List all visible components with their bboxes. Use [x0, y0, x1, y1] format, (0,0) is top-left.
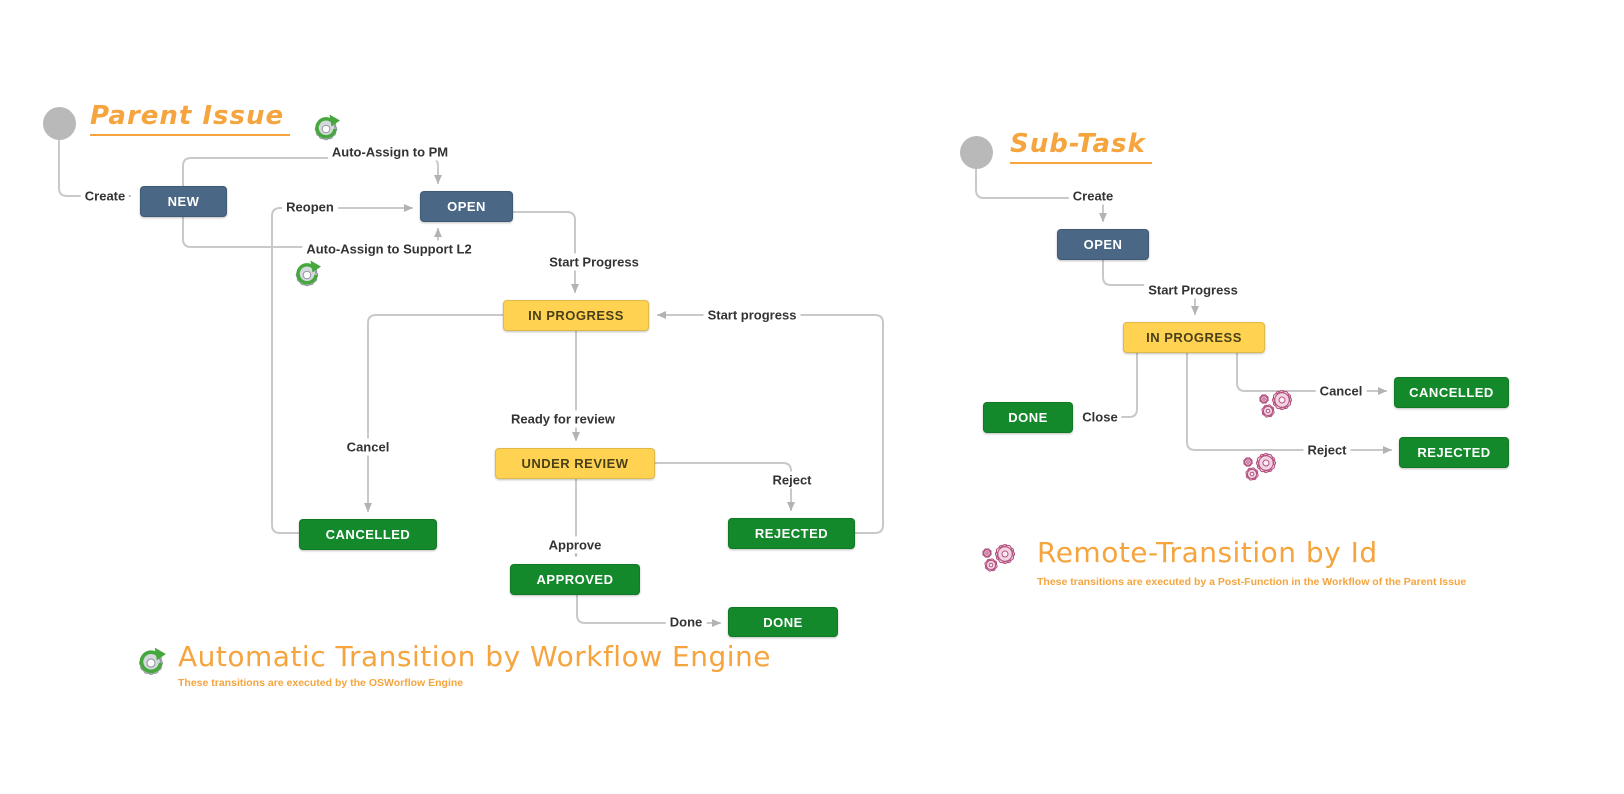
edge-start-progress-return [657, 311, 884, 534]
start-node-circle-parent-issue [43, 107, 76, 140]
transition-label-close: Close [1078, 408, 1122, 426]
edge-cancel [364, 314, 504, 512]
remote-transition-gear-icon [1242, 449, 1280, 487]
legend-remote-icon [981, 540, 1019, 578]
diagram-title-parent-issue: Parent Issue [90, 101, 291, 136]
edge-create [58, 139, 131, 200]
edge-done [576, 594, 721, 627]
legend-subtitle-remote: These transitions are executed by a Post… [1037, 576, 1467, 588]
transition-label-cancel: Cancel [342, 438, 394, 456]
edge-subtask-cancel [1236, 352, 1387, 395]
edge-start-progress [512, 211, 579, 293]
status-node-cancelled: CANCELLED [1394, 377, 1509, 408]
legend-title-remote: Remote-Transition by Id [1037, 536, 1378, 569]
status-node-in-progress: IN PROGRESS [1123, 322, 1265, 353]
transition-label-reject: Reject [768, 471, 816, 489]
edge-reopen [271, 204, 413, 534]
auto-transition-gear-icon [310, 113, 342, 145]
status-node-rejected: REJECTED [728, 518, 855, 549]
status-node-cancelled: CANCELLED [299, 519, 437, 550]
transition-label-reopen: Reopen [282, 198, 338, 216]
transition-label-auto-assign-to-pm: Auto-Assign to PM [327, 143, 453, 161]
diagram-title-sub-task: Sub-Task [1010, 129, 1152, 164]
legend-subtitle-auto: These transitions are executed by the OS… [178, 677, 464, 689]
edge-auto-assign-pm [182, 157, 442, 187]
transition-label-create: Create [1068, 187, 1118, 205]
transition-label-ready-for-review: Ready for review [506, 410, 620, 428]
transition-label-create: Create [80, 187, 130, 205]
transition-label-start-progress: Start progress [703, 306, 801, 324]
status-node-approved: APPROVED [510, 564, 640, 595]
edge-subtask-close [1080, 352, 1138, 421]
transition-label-cancel: Cancel [1315, 382, 1367, 400]
transition-label-done: Done [665, 613, 707, 631]
transition-label-auto-assign-to-support-l2: Auto-Assign to Support L2 [302, 240, 476, 258]
status-node-rejected: REJECTED [1399, 437, 1509, 468]
status-node-open: OPEN [420, 191, 513, 222]
status-node-open: OPEN [1057, 229, 1149, 260]
edge-subtask-reject [1186, 352, 1392, 454]
transition-label-start-progress: Start Progress [545, 253, 643, 271]
legend-title-auto: Automatic Transition by Workflow Engine [178, 640, 771, 673]
transition-label-start-progress: Start Progress [1144, 281, 1242, 299]
transition-label-approve: Approve [544, 536, 606, 554]
status-node-under-review: UNDER REVIEW [495, 448, 655, 479]
remote-transition-gear-icon [1258, 386, 1296, 424]
status-node-in-progress: IN PROGRESS [503, 300, 649, 331]
auto-transition-gear-icon [291, 259, 323, 291]
start-node-circle-sub-task [960, 136, 993, 169]
status-node-done: DONE [983, 402, 1073, 433]
legend-auto-icon [134, 646, 168, 680]
status-node-done: DONE [728, 607, 838, 637]
status-node-new: NEW [140, 186, 227, 217]
edge-reject [654, 462, 795, 511]
parent-issue-edges [58, 139, 884, 627]
transition-label-reject: Reject [1303, 441, 1351, 459]
